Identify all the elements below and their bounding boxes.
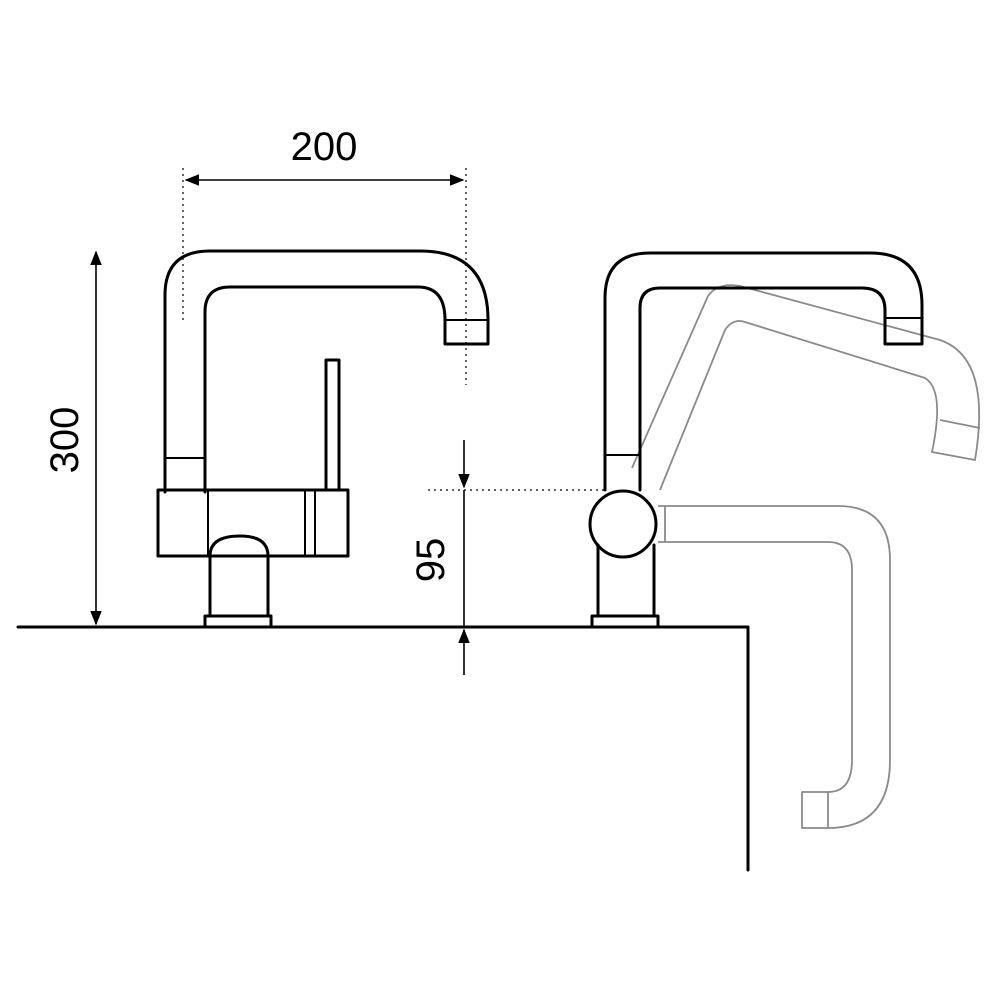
dimension-reach: 200 (182, 125, 467, 385)
faucet-front-view (588, 251, 981, 829)
spout-lowered-ghost (658, 505, 891, 829)
countertop (16, 625, 750, 872)
base-plate (203, 614, 273, 629)
faucet-side-view (156, 249, 490, 629)
dimension-body-height: 95 (409, 440, 605, 675)
spout-rotated-ghost (631, 284, 981, 491)
lever-handle (324, 358, 341, 492)
swivel-ball (588, 489, 658, 559)
dimension-height: 300 (43, 250, 102, 626)
height-label: 300 (43, 407, 87, 474)
ghost-tip-joint (939, 419, 981, 429)
faucet-neck (208, 534, 270, 618)
faucet-body (156, 488, 350, 558)
base-plate (590, 614, 660, 629)
body-height-label: 95 (409, 538, 453, 583)
spout-outer (603, 251, 924, 492)
reach-label: 200 (291, 125, 358, 169)
